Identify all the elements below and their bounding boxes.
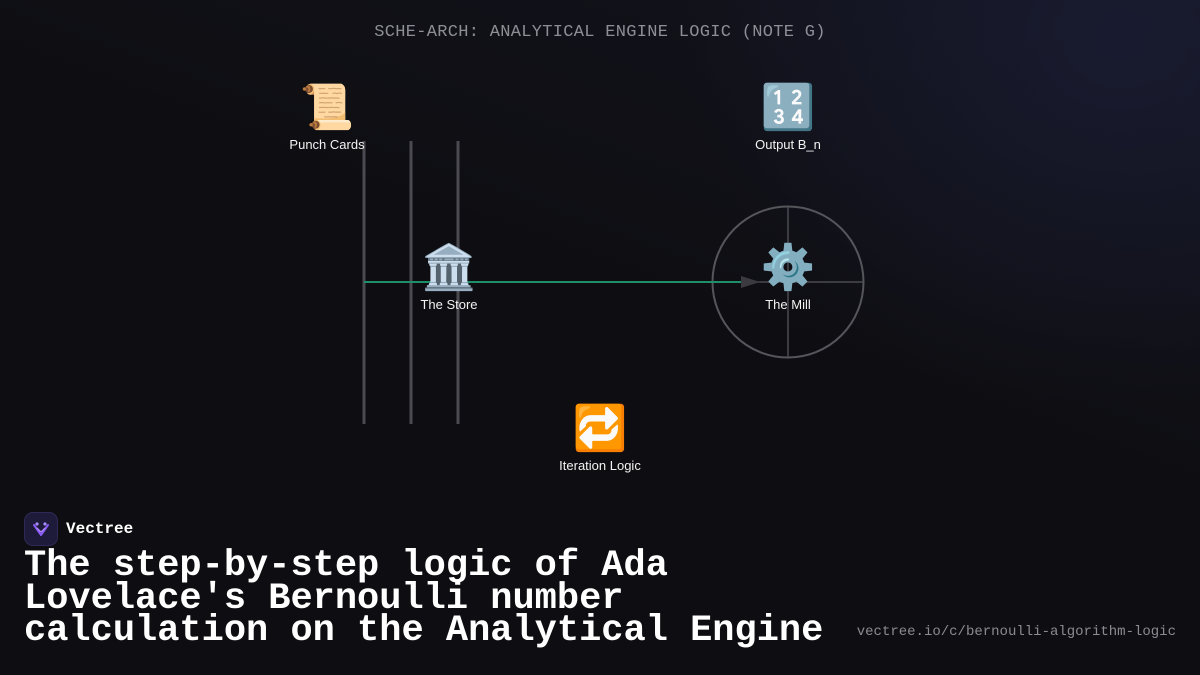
flow-arrowhead	[741, 276, 760, 288]
classical-building-icon: 🏛️	[421, 242, 477, 293]
node-store: 🏛️ The Store	[369, 242, 529, 313]
node-label-mill: The Mill	[765, 297, 811, 312]
gear-icon: ⚙️	[760, 242, 816, 293]
scroll-icon: 📜	[299, 82, 355, 133]
repeat-icon: 🔁	[572, 403, 628, 454]
node-punch-cards: 📜 Punch Cards	[247, 82, 407, 153]
diagram-title: SCHE-ARCH: ANALYTICAL ENGINE LOGIC (NOTE…	[374, 23, 826, 42]
node-label-punch-cards: Punch Cards	[289, 137, 365, 152]
brand-name: Vectree	[66, 520, 134, 538]
node-label-store: The Store	[420, 297, 478, 312]
headline: The step-by-step logic of Ada Lovelace's…	[24, 545, 824, 652]
node-iteration: 🔁 Iteration Logic	[520, 403, 680, 474]
numbers-icon: 🔢	[760, 82, 816, 133]
vectree-logo-icon	[24, 512, 58, 546]
page-url[interactable]: vectree.io/c/bernoulli-algorithm-logic	[856, 624, 1176, 640]
node-label-iteration: Iteration Logic	[559, 458, 641, 473]
vectree-logo-mark	[33, 522, 49, 536]
node-label-output: Output B_n	[755, 137, 821, 152]
node-mill: ⚙️ The Mill	[708, 242, 868, 313]
node-output: 🔢 Output B_n	[708, 82, 868, 153]
brand: Vectree	[24, 512, 133, 546]
